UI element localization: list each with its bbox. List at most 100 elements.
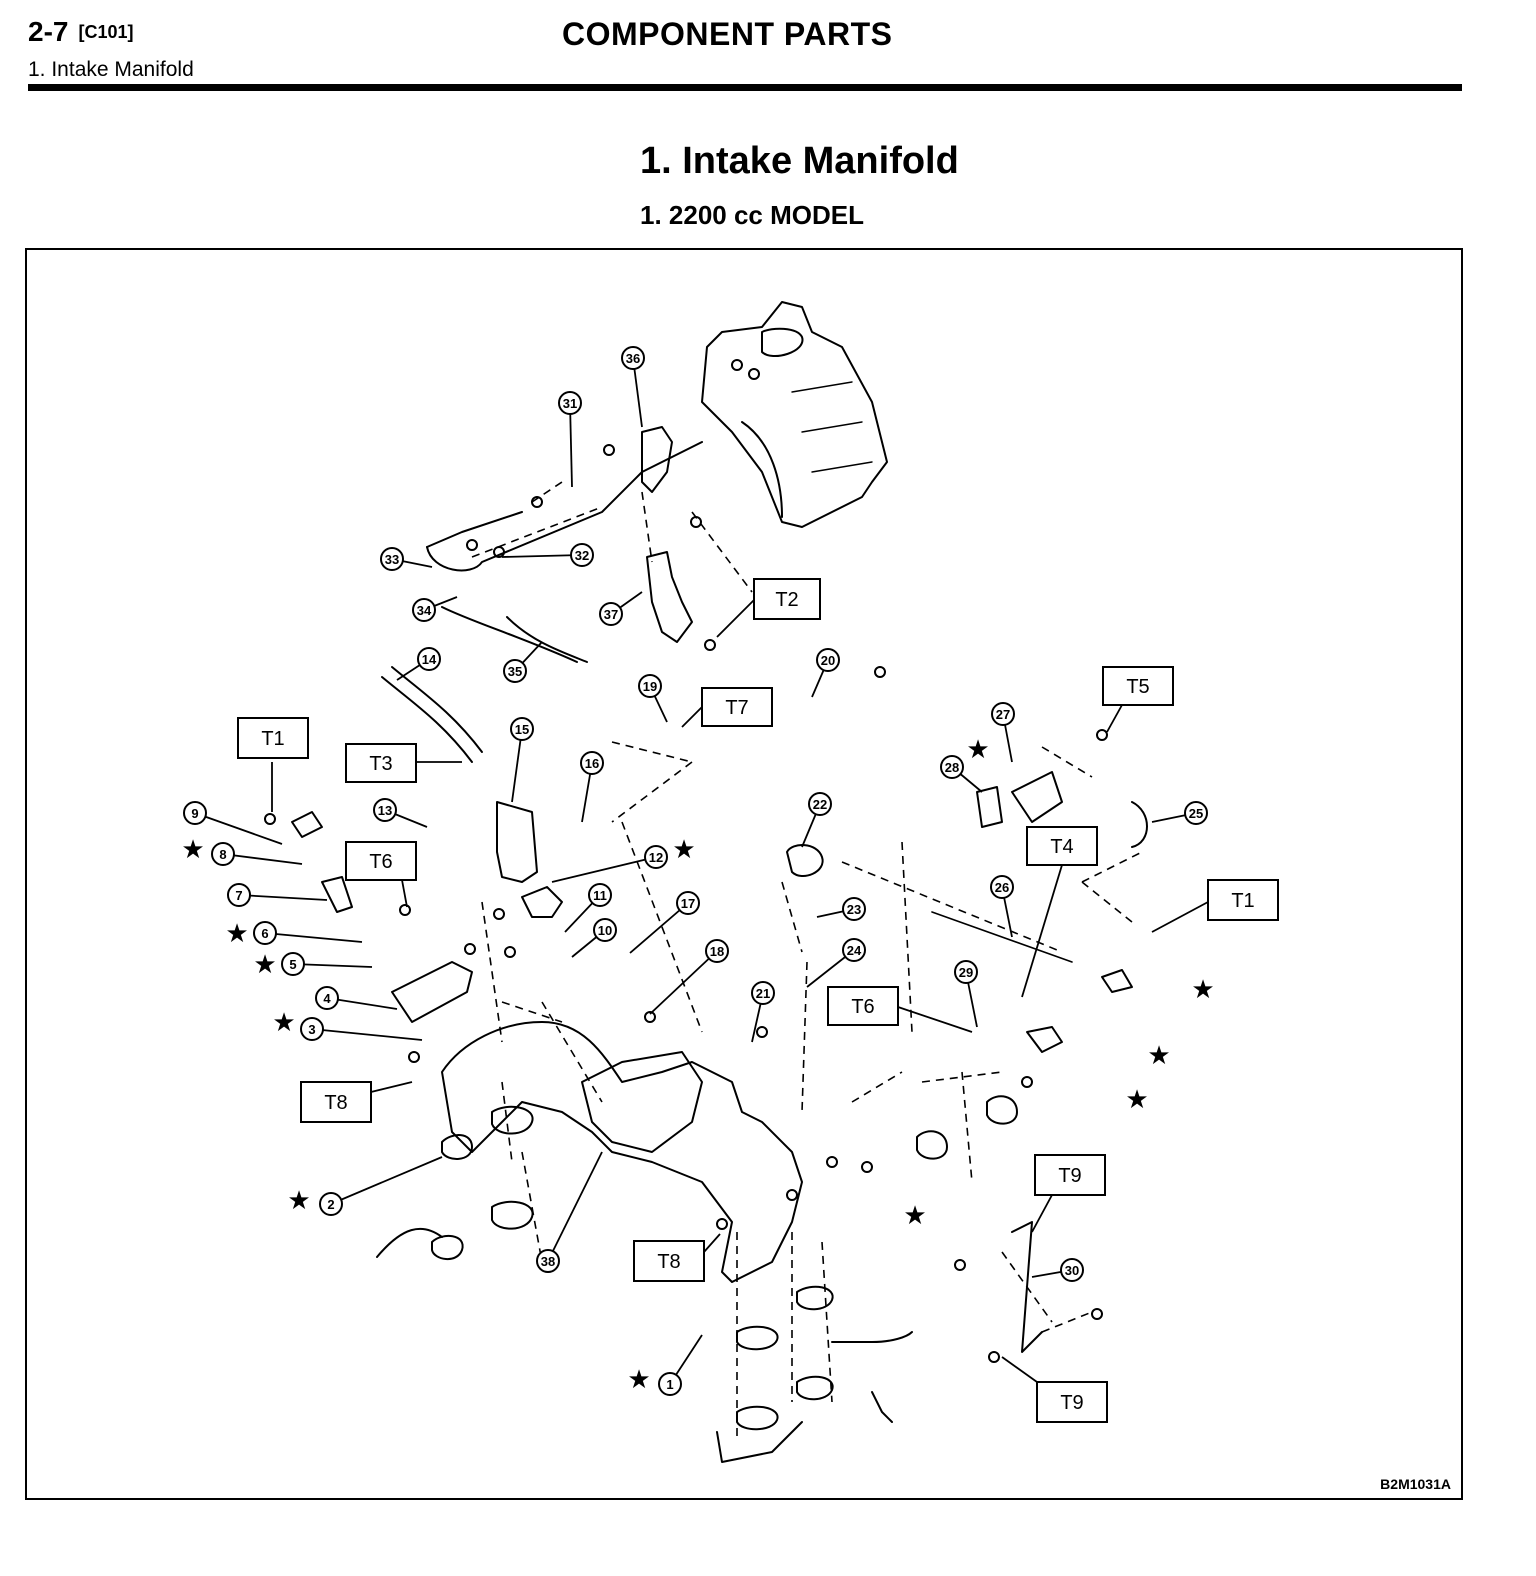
chamber-rib [741, 421, 783, 518]
callout-leader-line [264, 932, 363, 943]
torque-label-text: T9 [1058, 1165, 1081, 1187]
intake-duct-upper [426, 511, 523, 548]
throttle-flange [581, 1051, 703, 1153]
part-callout-18: 18 [705, 939, 729, 963]
callout-leader-line [569, 402, 573, 488]
assembly-guide-line [851, 1071, 903, 1103]
assembly-guide-line [621, 821, 703, 1033]
throttle-body-15 [496, 801, 538, 883]
torque-box [1207, 879, 1279, 921]
star-icon: ★ [253, 950, 276, 980]
callout-circle [593, 918, 617, 942]
egr-valve-27 [1011, 771, 1063, 823]
engine-block-left [376, 1227, 443, 1258]
part-callout-25: 25 [1184, 801, 1208, 825]
part-number: 20 [821, 653, 835, 668]
assembly-guide-line [611, 741, 693, 763]
star-icon: ★ [287, 1186, 310, 1216]
torque-label-text: T6 [851, 996, 874, 1018]
callout-circle [842, 897, 866, 921]
torque-box [1034, 1154, 1106, 1196]
coolant-pipe-14b [391, 666, 483, 753]
part-callout-27: 27 [991, 702, 1015, 726]
part-callout-11: 11 [588, 883, 612, 907]
bolt-icon [493, 546, 505, 558]
callout-leader-line [649, 950, 718, 1015]
assembly-guide-line [641, 491, 653, 563]
bolt-icon [264, 813, 276, 825]
assembly-guide-line [481, 901, 503, 1043]
port-flange-f [736, 1405, 779, 1431]
bolt-icon [1021, 1076, 1033, 1088]
torque-label-t6: T6 [345, 841, 417, 881]
figure-code: B2M1031A [1380, 1476, 1451, 1492]
engine-block-lower [716, 1421, 803, 1463]
part-number: 11 [593, 888, 607, 903]
torque-leader-line [401, 879, 408, 908]
bolt-icon [826, 1156, 838, 1168]
fuel-pipe-4-right-b [986, 1095, 1018, 1125]
bolt-icon [954, 1259, 966, 1271]
torque-label-t6: T6 [827, 986, 899, 1026]
bolt-icon [603, 444, 615, 456]
callout-circle [412, 598, 436, 622]
part-number: 10 [598, 923, 612, 938]
part-callout-28: 28 [940, 755, 964, 779]
torque-box [345, 743, 417, 783]
torque-label-t9: T9 [1034, 1154, 1106, 1196]
assembly-guide-line [781, 881, 803, 953]
assembly-guide-line [531, 481, 563, 503]
torque-leader-line [681, 706, 703, 728]
torque-box [237, 717, 309, 759]
pipe-stub [831, 1331, 913, 1343]
port-flange-g [796, 1285, 834, 1311]
bolt-icon [1091, 1308, 1103, 1320]
part-number: 19 [643, 679, 657, 694]
part-number: 7 [235, 888, 242, 903]
torque-leader-line [716, 599, 755, 638]
torque-label-t5: T5 [1102, 666, 1174, 706]
bolt-icon [466, 539, 478, 551]
torque-box [701, 687, 773, 727]
star-icon: ★ [672, 835, 695, 865]
part-number: 8 [219, 847, 226, 862]
section-code: [C101] [78, 22, 134, 42]
callout-circle [380, 547, 404, 571]
part-callout-16: 16 [580, 751, 604, 775]
part-number: 24 [847, 943, 862, 958]
part-number: 34 [417, 603, 432, 618]
star-icon: ★ [1125, 1085, 1148, 1115]
torque-label-t1: T1 [1207, 879, 1279, 921]
part-number: 21 [756, 986, 770, 1001]
part-callout-38: 38 [536, 1249, 560, 1273]
torque-label-text: T8 [657, 1251, 680, 1273]
injector-7-right [1026, 1026, 1063, 1053]
torque-leader-line [1106, 704, 1123, 733]
torque-label-t9: T9 [1036, 1381, 1108, 1423]
part-number: 1 [666, 1377, 673, 1392]
part-callout-2: 2 [319, 1192, 343, 1216]
star-icon: ★ [966, 735, 989, 765]
part-callout-10: 10 [593, 918, 617, 942]
torque-box [300, 1081, 372, 1123]
star-icon: ★ [1191, 975, 1214, 1005]
assembly-guide-line [821, 1241, 833, 1403]
assembly-guide-line [521, 1151, 543, 1263]
callout-circle [211, 842, 235, 866]
star-icon: ★ [1147, 1041, 1170, 1071]
part-number: 36 [626, 351, 640, 366]
callout-circle [588, 883, 612, 907]
page-number: 2-7[C101] [28, 16, 134, 47]
coolant-pipe-14 [381, 676, 473, 763]
part-callout-31: 31 [558, 391, 582, 415]
callout-circle [503, 659, 527, 683]
torque-label-text: T1 [1231, 890, 1254, 912]
torque-box [345, 841, 417, 881]
egr-pipe-26 [931, 911, 1073, 963]
assembly-guide-line [1081, 851, 1143, 883]
callout-circle [1184, 801, 1208, 825]
bolt-icon [464, 943, 476, 955]
port-flange-h [796, 1375, 834, 1401]
callout-circle [315, 986, 339, 1010]
callout-leader-line [238, 894, 328, 901]
